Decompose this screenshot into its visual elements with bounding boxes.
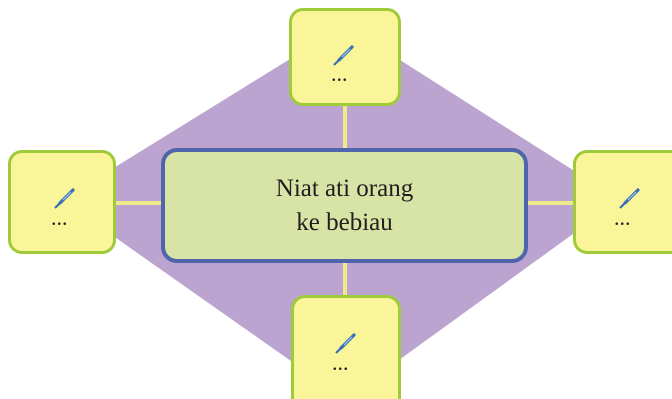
- pen-icon: [619, 188, 640, 209]
- pen-icon: [54, 188, 75, 209]
- branch-placeholder-text: ...: [51, 205, 68, 230]
- pen-icon: [333, 45, 354, 66]
- pen-icon: [335, 333, 356, 354]
- central-topic-line-2: ke bebiau: [296, 208, 393, 236]
- branch-placeholder-text: ...: [332, 350, 349, 375]
- central-topic-line-1: Niat ati orang: [275, 174, 414, 202]
- central-topic-box: Niat ati orang ke bebiau: [161, 148, 528, 263]
- branch-box-right[interactable]: ...: [573, 150, 672, 254]
- branch-placeholder-text: ...: [331, 61, 348, 86]
- branch-placeholder-text: ...: [614, 205, 631, 230]
- branch-box-left[interactable]: ...: [8, 150, 116, 254]
- branch-box-top[interactable]: ...: [289, 8, 401, 106]
- branch-box-bottom[interactable]: ...: [291, 295, 401, 399]
